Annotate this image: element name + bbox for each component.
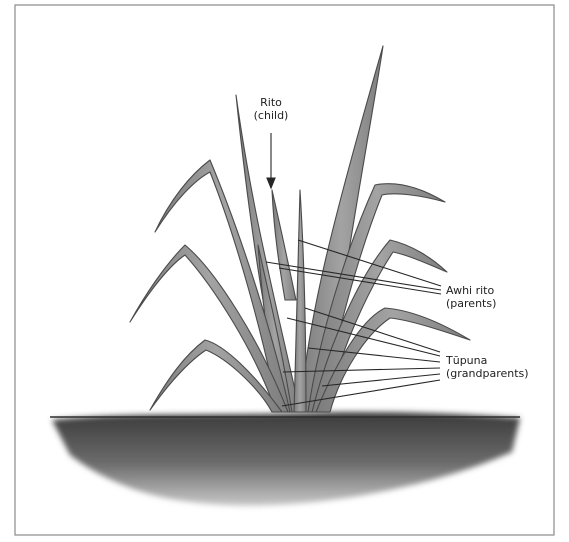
tupuna-name: Tūpuna <box>446 354 529 367</box>
tupuna-desc: (grandparents) <box>446 367 529 380</box>
flax-leaves <box>130 46 470 412</box>
rito-desc: (child) <box>247 109 295 122</box>
awhi-rito-label: Awhi rito (parents) <box>446 284 496 310</box>
rito-label: Rito (child) <box>247 96 295 122</box>
leaf-awhi-right <box>294 190 306 412</box>
tupuna-label: Tūpuna (grandparents) <box>446 354 529 380</box>
rito-pointer-arrow <box>267 133 275 188</box>
leaf-rito <box>272 190 296 300</box>
awhi-rito-desc: (parents) <box>446 297 496 310</box>
awhi-rito-name: Awhi rito <box>446 284 496 297</box>
rito-name: Rito <box>247 96 295 109</box>
ground <box>50 412 520 506</box>
